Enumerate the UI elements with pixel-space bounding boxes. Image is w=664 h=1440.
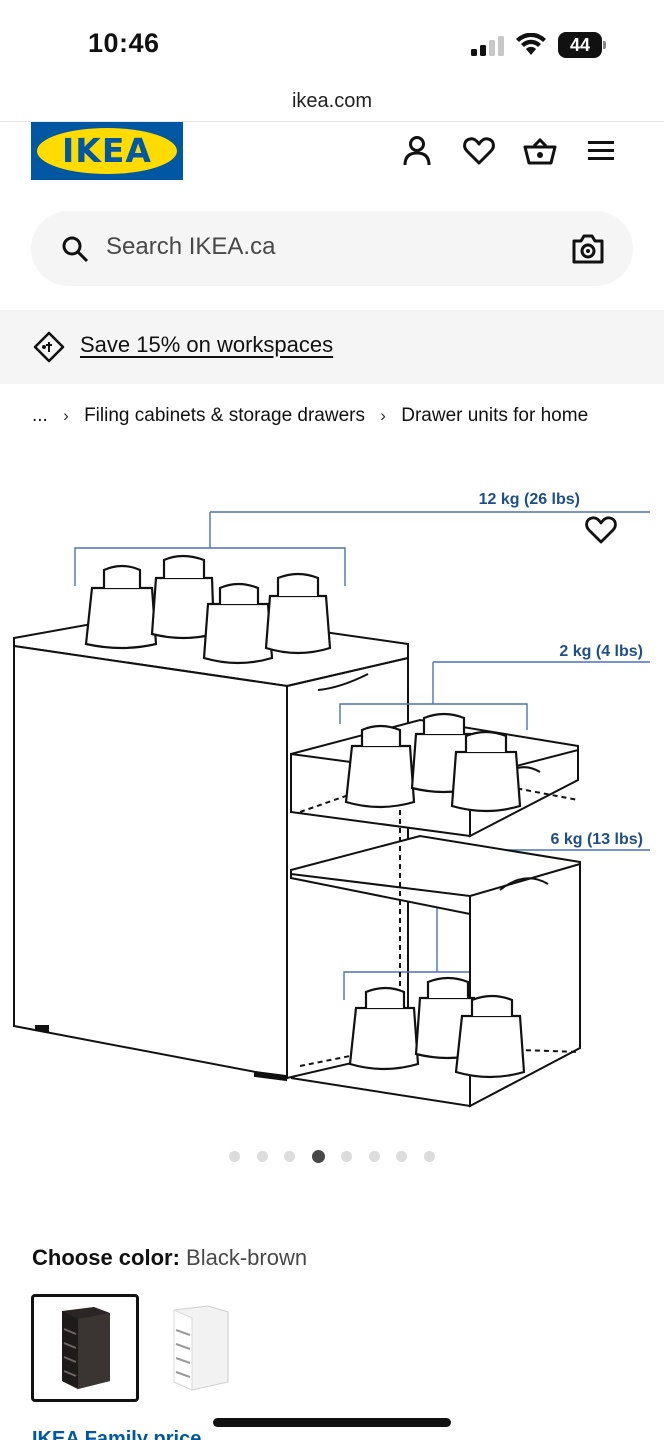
color-chooser-label: Choose color: Black-brown <box>32 1245 307 1271</box>
favorite-heart-icon[interactable] <box>584 514 618 546</box>
chevron-right-icon: › <box>63 406 69 425</box>
breadcrumb-ellipsis[interactable]: ... <box>32 405 48 426</box>
top-load-bracket <box>74 511 650 586</box>
user-icon[interactable] <box>400 134 434 168</box>
site-header: IKEA <box>0 122 664 192</box>
gallery-dot[interactable] <box>423 1151 435 1163</box>
top-weights <box>84 554 332 665</box>
basket-icon[interactable] <box>523 134 557 168</box>
gallery-dot[interactable] <box>256 1151 268 1163</box>
promo-link[interactable]: Save 15% on workspaces <box>80 332 334 357</box>
url-text: ikea.com <box>291 90 373 112</box>
white-drawer-thumbnail <box>173 1305 229 1391</box>
color-label-value: Black-brown <box>186 1245 308 1270</box>
heart-icon[interactable] <box>462 134 496 168</box>
gallery-dot[interactable] <box>284 1151 296 1163</box>
status-bar: 10:46 44 <box>0 0 664 88</box>
search-icon <box>62 236 89 263</box>
logo-text: IKEA <box>62 131 152 170</box>
search-input[interactable]: Search IKEA.ca <box>31 211 633 286</box>
url-bar[interactable]: ikea.com <box>0 86 664 122</box>
breadcrumb-item-filing-cabinets[interactable]: Filing cabinets & storage drawers <box>84 405 365 426</box>
promo-banner: Save 15% on workspaces <box>0 310 664 384</box>
home-indicator[interactable] <box>213 1418 451 1427</box>
battery-level: 44 <box>558 32 602 58</box>
breadcrumb-item-drawer-units[interactable]: Drawer units for home <box>401 405 589 426</box>
black-brown-drawer-thumbnail <box>62 1307 110 1389</box>
color-option-black-brown[interactable] <box>31 1294 139 1402</box>
wifi-icon <box>516 33 546 55</box>
color-option-white[interactable] <box>146 1294 254 1402</box>
gallery-dot[interactable] <box>229 1151 241 1163</box>
color-label-key: Choose color: <box>32 1245 180 1270</box>
cabinet-body <box>13 608 409 1082</box>
gallery-dot[interactable] <box>396 1151 408 1163</box>
search-placeholder: Search IKEA.ca <box>106 233 276 260</box>
camera-icon[interactable] <box>572 234 604 264</box>
battery-indicator: 44 <box>558 32 606 58</box>
family-price-label: IKEA Family price <box>32 1428 202 1440</box>
gallery-dot[interactable] <box>368 1151 380 1163</box>
battery-tip <box>603 41 606 49</box>
small-drawer-bracket <box>339 661 650 730</box>
ikea-logo[interactable]: IKEA <box>31 122 183 180</box>
product-image[interactable]: 12 kg (26 lbs) 2 kg (4 lbs) <box>0 460 664 1130</box>
gallery-pagination <box>0 1148 664 1164</box>
logo-ellipse <box>37 128 177 174</box>
label-small-drawer-load: 2 kg (4 lbs) <box>559 643 643 660</box>
menu-icon[interactable] <box>585 134 619 168</box>
small-drawer-weights <box>344 712 522 813</box>
large-drawer-weights <box>348 976 526 1079</box>
label-top-load: 12 kg (26 lbs) <box>479 491 580 508</box>
tag-icon <box>33 331 65 363</box>
gallery-dot[interactable] <box>341 1151 353 1163</box>
label-large-drawer-load: 6 kg (13 lbs) <box>551 831 643 848</box>
gallery-dot-active[interactable] <box>311 1150 325 1164</box>
signal-icon <box>471 36 504 56</box>
large-drawer <box>290 810 581 1108</box>
status-time: 10:46 <box>88 28 160 58</box>
breadcrumb: ... › Filing cabinets & storage drawers … <box>32 405 588 427</box>
chevron-right-icon: › <box>380 406 386 425</box>
